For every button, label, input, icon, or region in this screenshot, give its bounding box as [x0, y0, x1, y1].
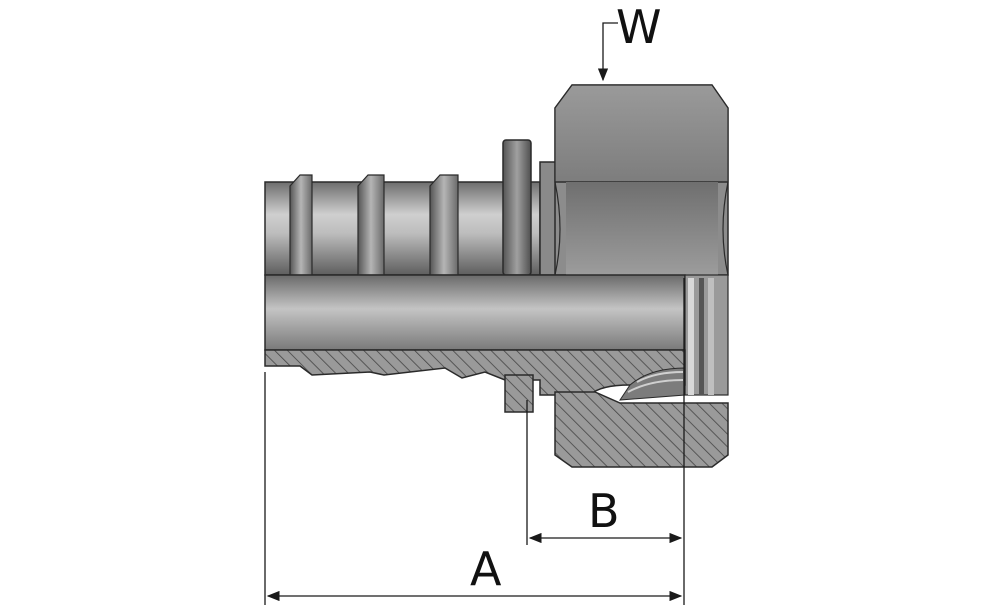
barb-ridge [357, 174, 385, 276]
barb-ridge [429, 174, 459, 276]
section-hatched [264, 349, 729, 468]
label-b: B [588, 484, 620, 538]
label-a: A [470, 542, 502, 596]
hex-nut-exterior [554, 84, 729, 276]
collar-ring-exterior [502, 139, 532, 276]
leader-line-w [597, 22, 618, 82]
barbed-tail-exterior [264, 174, 541, 276]
barb-ridge [289, 174, 313, 276]
dimension-lines [264, 22, 685, 605]
label-w: W [616, 0, 661, 54]
bore-channel [264, 274, 729, 396]
